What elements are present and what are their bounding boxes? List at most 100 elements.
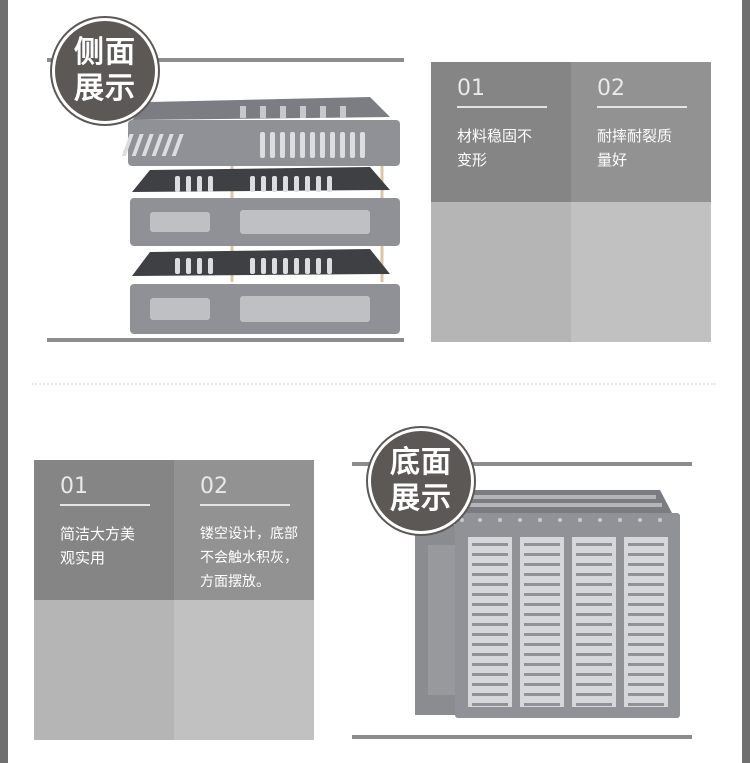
slot-bar bbox=[628, 583, 664, 586]
slot-bar bbox=[576, 653, 612, 656]
bottom-view-badge: 底面 展示 bbox=[368, 428, 474, 534]
top-left-bottom-rule bbox=[47, 338, 404, 342]
slot-bar bbox=[472, 613, 508, 616]
slot-bar bbox=[576, 583, 612, 586]
slot-bar bbox=[576, 663, 612, 666]
slot-bar bbox=[524, 593, 560, 596]
feature-card-02: 02 耐摔耐裂质量好 bbox=[571, 62, 711, 202]
feature-divider bbox=[457, 106, 547, 108]
slot-bar bbox=[472, 553, 508, 556]
slot-bar bbox=[472, 653, 508, 656]
feature-number: 01 bbox=[60, 474, 88, 499]
slot-bar bbox=[628, 623, 664, 626]
slot-bar bbox=[472, 623, 508, 626]
blank-panel bbox=[571, 202, 711, 342]
slot-bar bbox=[524, 643, 560, 646]
slot-bar bbox=[628, 613, 664, 616]
slot-bar bbox=[576, 573, 612, 576]
slot-bar bbox=[576, 703, 612, 706]
feature-text: 耐摔耐裂质量好 bbox=[597, 127, 673, 169]
blank-panel bbox=[431, 202, 571, 342]
slot-bar bbox=[628, 543, 664, 546]
side-view-product-image bbox=[121, 97, 400, 334]
slot-bar bbox=[524, 573, 560, 576]
slot-bar bbox=[628, 643, 664, 646]
slot-bar bbox=[524, 613, 560, 616]
badge-line-1: 侧面 bbox=[74, 35, 136, 70]
tray-tier-middle bbox=[130, 167, 400, 246]
slot-bar bbox=[628, 553, 664, 556]
slot-bar bbox=[524, 693, 560, 696]
slot-bar bbox=[576, 633, 612, 636]
bottom-feature-grid: 01 简洁大方美观实用 02 镂空设计，底部不会触水积灰，方面摆放。 bbox=[34, 460, 314, 740]
slot-bar bbox=[628, 683, 664, 686]
slot-bar bbox=[472, 573, 508, 576]
slot-bar bbox=[472, 703, 508, 706]
badge-line-2: 展示 bbox=[390, 481, 452, 516]
slot-bar bbox=[628, 593, 664, 596]
slot-bar bbox=[576, 603, 612, 606]
slot-bar bbox=[524, 583, 560, 586]
slot-bar bbox=[628, 673, 664, 676]
bottom-view-product-image bbox=[415, 490, 680, 718]
feature-divider bbox=[200, 504, 290, 506]
side-view-badge: 侧面 展示 bbox=[52, 18, 158, 124]
slot-bar bbox=[524, 623, 560, 626]
slot-bar bbox=[576, 553, 612, 556]
slot-bar bbox=[524, 543, 560, 546]
slot-bar bbox=[524, 553, 560, 556]
side-feature-grid: 01 材料稳固不变形 02 耐摔耐裂质量好 bbox=[431, 62, 711, 342]
slot-bar bbox=[576, 623, 612, 626]
feature-card-01: 01 材料稳固不变形 bbox=[431, 62, 571, 202]
blank-panel bbox=[34, 600, 174, 740]
blank-panel bbox=[174, 600, 314, 740]
feature-text: 材料稳固不变形 bbox=[457, 127, 533, 169]
slot-bar bbox=[524, 603, 560, 606]
right-frame-bar bbox=[742, 0, 750, 763]
slot-bar bbox=[472, 663, 508, 666]
feature-number: 02 bbox=[597, 76, 625, 101]
slot-bar bbox=[524, 563, 560, 566]
slot-bar bbox=[576, 543, 612, 546]
slot-bar bbox=[576, 643, 612, 646]
left-frame-bar bbox=[0, 0, 8, 763]
slot-bar bbox=[628, 663, 664, 666]
slot-bar bbox=[472, 583, 508, 586]
slot-bar bbox=[524, 683, 560, 686]
slot-bar bbox=[576, 563, 612, 566]
slot-bar bbox=[472, 543, 508, 546]
slot-bar bbox=[628, 653, 664, 656]
slot-bar bbox=[576, 673, 612, 676]
slot-bar bbox=[576, 683, 612, 686]
slot-bar bbox=[472, 593, 508, 596]
slot-bar bbox=[576, 613, 612, 616]
slot-bar bbox=[628, 633, 664, 636]
slot-bar bbox=[524, 663, 560, 666]
feature-text: 简洁大方美观实用 bbox=[60, 525, 136, 567]
slot-bar bbox=[472, 603, 508, 606]
slot-bar bbox=[628, 563, 664, 566]
bottom-right-rule bbox=[352, 462, 692, 466]
tray-tier-bottom bbox=[130, 249, 400, 334]
tray-tier-top bbox=[121, 97, 400, 166]
slot-bar bbox=[628, 703, 664, 706]
slot-bar bbox=[524, 703, 560, 706]
feature-card-01: 01 简洁大方美观实用 bbox=[34, 460, 174, 600]
feature-divider bbox=[60, 504, 150, 506]
slot-bar bbox=[524, 653, 560, 656]
section-divider bbox=[32, 383, 716, 385]
slot-bar bbox=[524, 673, 560, 676]
slot-bar bbox=[628, 693, 664, 696]
feature-number: 02 bbox=[200, 474, 228, 499]
slot-bar bbox=[628, 573, 664, 576]
slot-bar bbox=[472, 643, 508, 646]
slot-bar bbox=[472, 693, 508, 696]
slot-bar bbox=[576, 693, 612, 696]
slot-bar bbox=[472, 683, 508, 686]
slot-bar bbox=[472, 673, 508, 676]
top-left-rule bbox=[47, 58, 404, 62]
feature-text: 镂空设计，底部不会触水积灰，方面摆放。 bbox=[200, 526, 298, 590]
bottom-right-bottom-rule bbox=[352, 735, 692, 739]
slot-bar bbox=[472, 563, 508, 566]
badge-line-2: 展示 bbox=[74, 71, 136, 106]
